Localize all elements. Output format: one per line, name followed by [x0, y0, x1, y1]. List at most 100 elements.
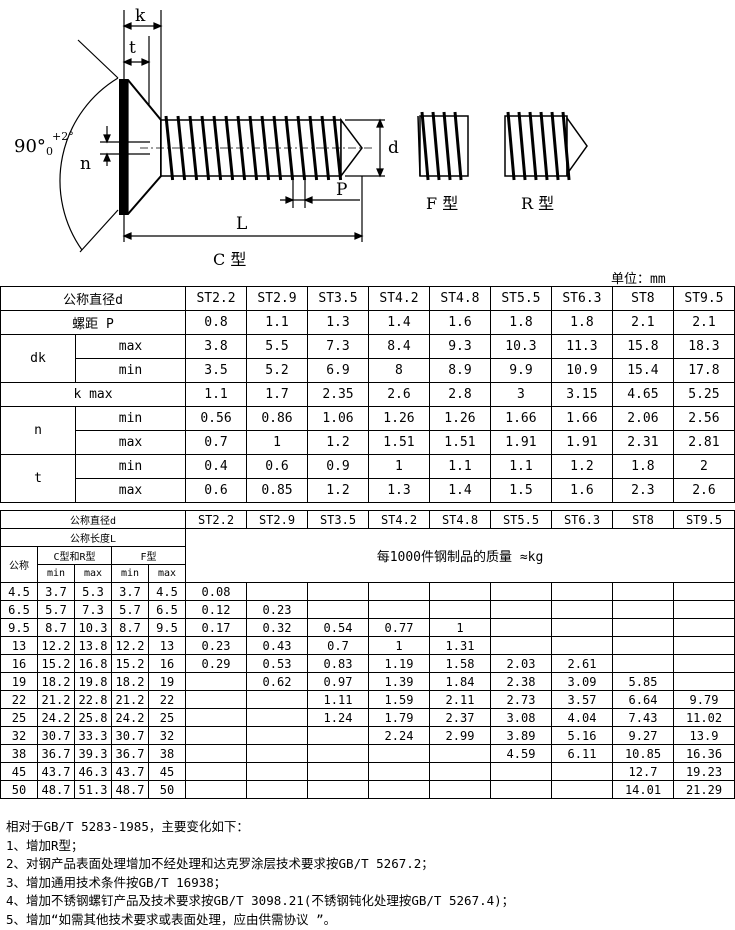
mass-cell: 0.83: [307, 654, 369, 673]
cr-min-cell: 12.2: [37, 636, 75, 655]
f-min-cell: 21.2: [111, 690, 149, 709]
mass-cell: [551, 780, 613, 799]
mass-cell: 1.24: [307, 708, 369, 727]
cr-max-cell: 51.3: [74, 780, 112, 799]
t-min-cell: 0.9: [306, 454, 369, 479]
f-min-cell: 30.7: [111, 726, 149, 745]
nominal-length-cell: 6.5: [0, 600, 38, 619]
mass-cell: [429, 744, 491, 763]
mass-cell: 6.11: [551, 744, 613, 763]
dk-min-cell: 15.4: [611, 358, 674, 383]
cr-max-cell: 16.8: [74, 654, 112, 673]
dk-min-cell: 8: [367, 358, 430, 383]
mass-cell: 16.36: [673, 744, 735, 763]
unit-label: 单位：mm: [611, 272, 666, 287]
size-cell: ST4.8: [429, 510, 491, 529]
n-min-cell: 1.66: [550, 406, 613, 431]
size-header: 公称直径d: [0, 510, 186, 529]
size-cell: ST4.2: [368, 510, 430, 529]
cr-type-header: C型和R型: [37, 546, 112, 565]
dk-min-cell: 9.9: [489, 358, 552, 383]
max-label: max: [148, 564, 186, 583]
min-label: min: [74, 454, 187, 479]
mass-cell: [246, 582, 308, 601]
t-max-cell: 1.5: [489, 478, 552, 503]
table-row: min max min max: [1, 564, 735, 583]
max-label: max: [74, 430, 187, 455]
f-min-cell: 48.7: [111, 780, 149, 799]
mass-cell: [490, 762, 552, 781]
thread-line: [164, 115, 175, 181]
dk-min-cell: 6.9: [306, 358, 369, 383]
mass-cell: 1.79: [368, 708, 430, 727]
size-cell: ST8: [612, 510, 674, 529]
f-max-cell: 19: [148, 672, 186, 691]
mass-header: 每1000件钢制品的质量 ≈kg: [185, 528, 735, 583]
thread-line: [517, 111, 527, 181]
cr-min-cell: 18.2: [37, 672, 75, 691]
dk-max-cell: 8.4: [367, 334, 430, 359]
size-cell: ST6.3: [550, 286, 613, 311]
mass-cell: 4.04: [551, 708, 613, 727]
mass-cell: [490, 780, 552, 799]
min-label: min: [74, 358, 187, 383]
f-min-cell: 15.2: [111, 654, 149, 673]
dk-max-cell: 3.8: [185, 334, 247, 359]
t-min-cell: 1.1: [489, 454, 552, 479]
mass-cell: 1: [429, 618, 491, 637]
min-label: min: [37, 564, 75, 583]
t-min-cell: 1.8: [611, 454, 674, 479]
mass-cell: [307, 744, 369, 763]
size-cell: ST9.5: [673, 510, 735, 529]
mass-cell: 3.09: [551, 672, 613, 691]
mass-cell: 2.61: [551, 654, 613, 673]
cr-max-cell: 7.3: [74, 600, 112, 619]
cr-min-cell: 3.7: [37, 582, 75, 601]
mass-cell: 1.59: [368, 690, 430, 709]
mass-cell: [246, 762, 308, 781]
mass-cell: [185, 708, 247, 727]
dim-d-label: d: [388, 138, 399, 158]
k-cell: 1.7: [246, 382, 308, 407]
t-max-cell: 1.4: [428, 478, 491, 503]
mass-cell: 0.77: [368, 618, 430, 637]
cr-min-cell: 24.2: [37, 708, 75, 727]
f-max-cell: 50: [148, 780, 186, 799]
nominal-length-cell: 32: [0, 726, 38, 745]
mass-cell: [551, 636, 613, 655]
t-max-cell: 1.2: [306, 478, 369, 503]
t-max-cell: 2.6: [672, 478, 735, 503]
thread-line: [188, 115, 199, 181]
thread-line: [284, 115, 295, 181]
f-min-cell: 5.7: [111, 600, 149, 619]
thread-line: [528, 111, 538, 181]
k-cell: 2.6: [367, 382, 430, 407]
screw-drawing: [59, 10, 588, 253]
k-header: k max: [0, 382, 187, 407]
dk-max-cell: 18.3: [672, 334, 735, 359]
cr-max-cell: 25.8: [74, 708, 112, 727]
size-cell: ST5.5: [490, 510, 552, 529]
dk-max-cell: 15.8: [611, 334, 674, 359]
mass-cell: 1.58: [429, 654, 491, 673]
mass-cell: 2.73: [490, 690, 552, 709]
mass-cell: 2.24: [368, 726, 430, 745]
thread-line: [561, 111, 571, 181]
mass-cell: 11.02: [673, 708, 735, 727]
mass-cell: [185, 690, 247, 709]
thread-line: [236, 115, 247, 181]
n-max-cell: 2.81: [672, 430, 735, 455]
mass-cell: 3.57: [551, 690, 613, 709]
length-mass-table: 公称直径d ST2.2 ST2.9 ST3.5 ST4.2 ST4.8 ST5.…: [0, 510, 735, 799]
mass-cell: [307, 726, 369, 745]
nominal-header: 公称: [0, 546, 38, 583]
mass-cell: 14.01: [612, 780, 674, 799]
mass-cell: [246, 726, 308, 745]
table-row: t min 0.4 0.6 0.9 1 1.1 1.1 1.2 1.8 2: [0, 454, 735, 503]
t-max-cell: 0.85: [246, 478, 308, 503]
pitch-cell: 0.8: [185, 310, 247, 335]
f-max-cell: 4.5: [148, 582, 186, 601]
